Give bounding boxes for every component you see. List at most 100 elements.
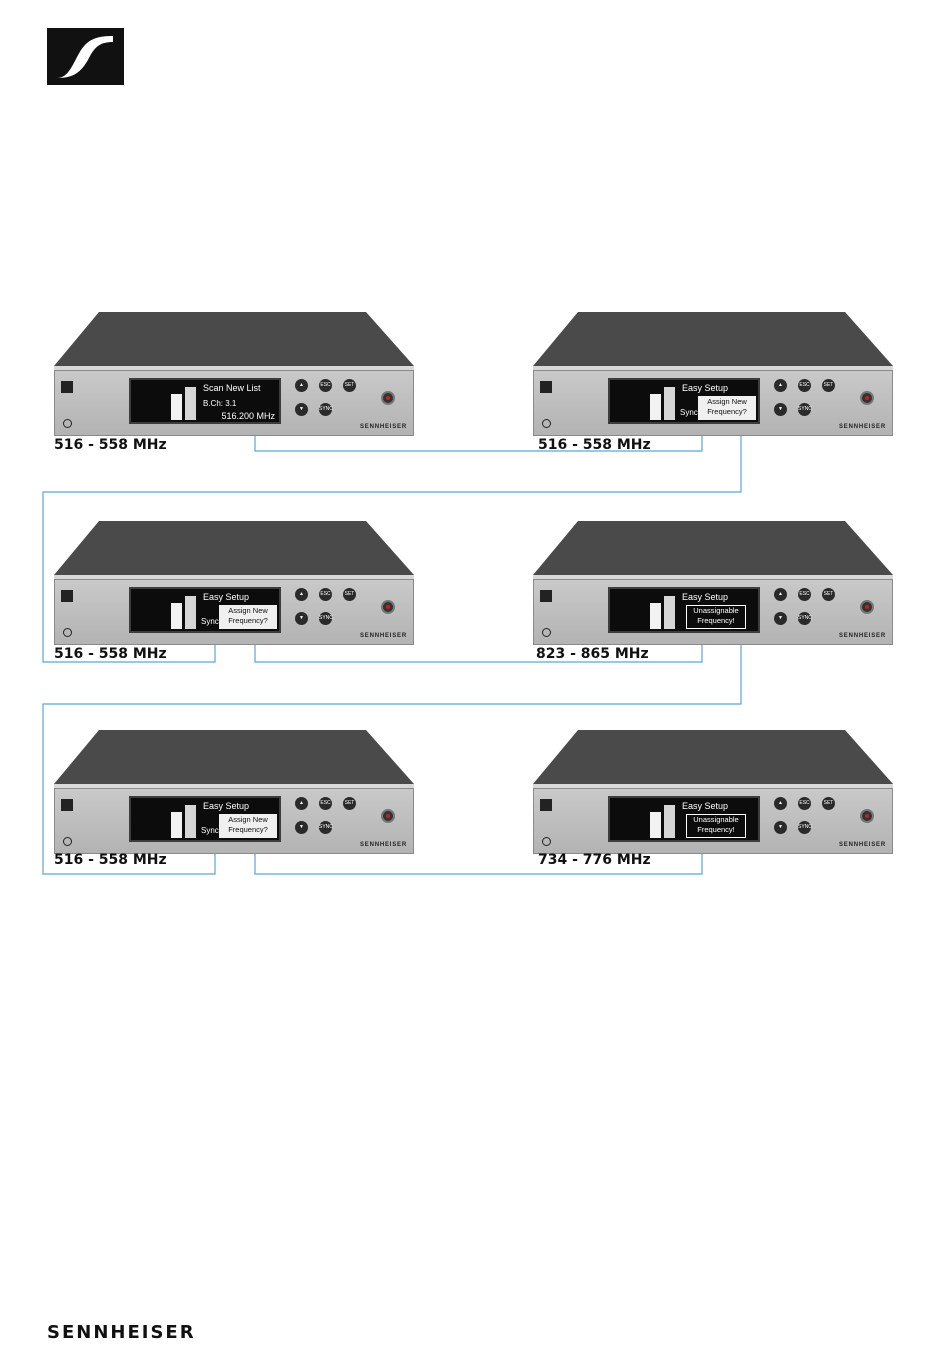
up-button[interactable]: ▲	[295, 588, 308, 601]
receiver-device-1: Scan New List B.Ch: 3.1 516.200 MHz ▲ ▼ …	[54, 312, 414, 436]
set-button[interactable]: SET	[822, 588, 835, 601]
receiver-device-5: Easy Setup Sync Assign New Frequency? ▲ …	[54, 730, 414, 854]
level-meter-icon	[171, 802, 197, 838]
frequency-range-label: 516 - 558 MHz	[54, 437, 167, 453]
frequency-range-label: 823 - 865 MHz	[536, 646, 649, 662]
display-sync-label: Sync	[201, 826, 219, 835]
set-button[interactable]: SET	[822, 797, 835, 810]
power-button[interactable]	[860, 600, 874, 614]
level-meter-icon	[171, 593, 197, 629]
sync-icon	[63, 419, 72, 428]
set-button[interactable]: SET	[343, 379, 356, 392]
device-brand-label: SENNHEISER	[838, 424, 886, 430]
device-top	[533, 312, 893, 370]
power-button[interactable]	[860, 391, 874, 405]
sync-button[interactable]: SYNC	[319, 612, 333, 625]
down-button[interactable]: ▼	[774, 403, 787, 416]
device-display: Easy Setup Sync Assign New Frequency?	[608, 378, 760, 424]
up-button[interactable]: ▲	[295, 797, 308, 810]
up-button[interactable]: ▲	[774, 797, 787, 810]
esc-button[interactable]: ESC	[319, 588, 332, 601]
display-message: Assign New Frequency?	[698, 396, 756, 420]
up-button[interactable]: ▲	[774, 379, 787, 392]
device-top	[533, 730, 893, 788]
down-button[interactable]: ▼	[295, 821, 308, 834]
power-button[interactable]	[860, 809, 874, 823]
device-top	[54, 730, 414, 788]
display-message: Assign New Frequency?	[219, 605, 277, 629]
sync-button[interactable]: SYNC	[798, 403, 812, 416]
display-message: Unassignable Frequency!	[686, 814, 746, 838]
device-front-panel: Easy Setup Unassignable Frequency! ▲ ▼ E…	[533, 579, 893, 645]
device-brand-label: SENNHEISER	[359, 633, 407, 639]
device-display: Easy Setup Sync Assign New Frequency?	[129, 796, 281, 842]
esc-button[interactable]: ESC	[798, 379, 811, 392]
display-title: Easy Setup	[203, 801, 250, 811]
device-top	[533, 521, 893, 579]
sync-icon	[63, 628, 72, 637]
device-brand-label: SENNHEISER	[838, 842, 886, 848]
sync-icon	[542, 837, 551, 846]
device-front-panel: Easy Setup Unassignable Frequency! ▲ ▼ E…	[533, 788, 893, 854]
esc-button[interactable]: ESC	[798, 588, 811, 601]
device-front-panel: Easy Setup Sync Assign New Frequency? ▲ …	[533, 370, 893, 436]
display-title: Scan New List	[203, 383, 261, 393]
display-sync-label: Sync	[201, 617, 219, 626]
receiver-device-4: Easy Setup Unassignable Frequency! ▲ ▼ E…	[533, 521, 893, 645]
set-button[interactable]: SET	[822, 379, 835, 392]
device-display: Easy Setup Sync Assign New Frequency?	[129, 587, 281, 633]
display-title: Easy Setup	[682, 383, 729, 393]
set-button[interactable]: SET	[343, 797, 356, 810]
down-button[interactable]: ▼	[295, 612, 308, 625]
frequency-range-label: 516 - 558 MHz	[54, 646, 167, 662]
down-button[interactable]: ▼	[774, 612, 787, 625]
device-brand-label: SENNHEISER	[838, 633, 886, 639]
device-front-panel: Easy Setup Sync Assign New Frequency? ▲ …	[54, 788, 414, 854]
footer-brand: SENNHEISER	[47, 1322, 196, 1343]
device-display: Easy Setup Unassignable Frequency!	[608, 796, 760, 842]
frequency-range-label: 734 - 776 MHz	[538, 852, 651, 868]
level-meter-icon	[650, 802, 676, 838]
set-button[interactable]: SET	[343, 588, 356, 601]
device-brand-label: SENNHEISER	[359, 424, 407, 430]
device-display: Scan New List B.Ch: 3.1 516.200 MHz	[129, 378, 281, 424]
power-button[interactable]	[381, 391, 395, 405]
brand-badge-icon	[61, 381, 73, 393]
up-button[interactable]: ▲	[774, 588, 787, 601]
frequency-range-label: 516 - 558 MHz	[538, 437, 651, 453]
sync-button[interactable]: SYNC	[319, 821, 333, 834]
sync-button[interactable]: SYNC	[798, 612, 812, 625]
brand-badge-icon	[540, 590, 552, 602]
brand-badge-icon	[540, 799, 552, 811]
level-meter-icon	[650, 593, 676, 629]
level-meter-icon	[171, 384, 197, 420]
device-top	[54, 521, 414, 579]
level-meter-icon	[650, 384, 676, 420]
display-title: Easy Setup	[203, 592, 250, 602]
up-button[interactable]: ▲	[295, 379, 308, 392]
down-button[interactable]: ▼	[774, 821, 787, 834]
display-message: Assign New Frequency?	[219, 814, 277, 838]
sync-button[interactable]: SYNC	[319, 403, 333, 416]
esc-button[interactable]: ESC	[319, 379, 332, 392]
device-brand-label: SENNHEISER	[359, 842, 407, 848]
esc-button[interactable]: ESC	[319, 797, 332, 810]
receiver-device-2: Easy Setup Sync Assign New Frequency? ▲ …	[533, 312, 893, 436]
sync-button[interactable]: SYNC	[798, 821, 812, 834]
device-top	[54, 312, 414, 370]
brand-badge-icon	[540, 381, 552, 393]
esc-button[interactable]: ESC	[798, 797, 811, 810]
sennheiser-logo	[47, 28, 124, 85]
brand-badge-icon	[61, 799, 73, 811]
sync-icon	[542, 419, 551, 428]
device-front-panel: Scan New List B.Ch: 3.1 516.200 MHz ▲ ▼ …	[54, 370, 414, 436]
display-message: Unassignable Frequency!	[686, 605, 746, 629]
sync-icon	[542, 628, 551, 637]
display-title: Easy Setup	[682, 801, 729, 811]
down-button[interactable]: ▼	[295, 403, 308, 416]
display-frequency: 516.200 MHz	[221, 411, 275, 421]
power-button[interactable]	[381, 600, 395, 614]
power-button[interactable]	[381, 809, 395, 823]
display-channel: B.Ch: 3.1	[203, 399, 237, 408]
